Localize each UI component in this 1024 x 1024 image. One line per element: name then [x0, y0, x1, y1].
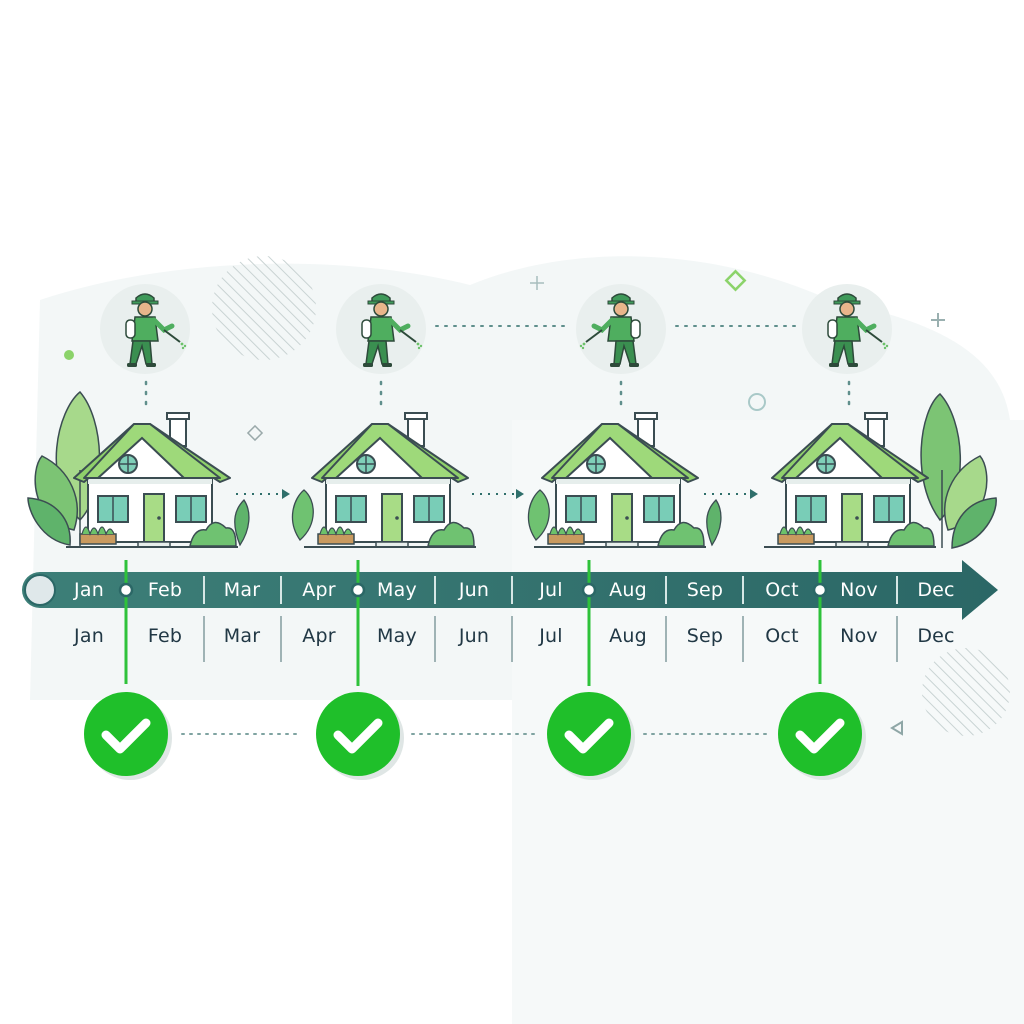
month-label: May: [377, 625, 417, 647]
arrow-month-label: Nov: [840, 579, 878, 601]
technician-spraying-icon: [336, 284, 426, 374]
decor-ring: [748, 393, 766, 411]
arrow-month-label: Jan: [74, 579, 104, 601]
arrow-month-label: Feb: [147, 579, 183, 601]
arrow-month-label: May: [377, 579, 417, 601]
month-label: Jul: [539, 625, 563, 647]
shrub: [234, 489, 722, 547]
arrow-month-label: Jul: [539, 579, 563, 601]
month-label: Nov: [840, 625, 878, 647]
technician-spraying-icon: [802, 284, 892, 374]
month-label: Jun: [458, 625, 490, 647]
technician-spraying-icon: [576, 284, 666, 374]
decor-hatch-circle: [922, 648, 1010, 736]
decor-triangle: [890, 720, 903, 736]
decor-plus: [931, 313, 945, 327]
house-connector-arrows: [236, 489, 758, 499]
month-row-dividers: [203, 616, 898, 662]
decor-diamond: [724, 269, 747, 292]
arrow-month-label: Oct: [765, 579, 799, 601]
arrow-month-label: Aug: [609, 579, 647, 601]
checkmark-circle-icon: [84, 692, 172, 780]
arrow-month-label: Sep: [686, 579, 724, 601]
foliage-right: [920, 392, 997, 549]
service-drop-lines: [124, 560, 822, 686]
service-markers: [118, 582, 828, 598]
month-label: Feb: [147, 625, 183, 647]
month-label: Dec: [917, 625, 955, 647]
timeline-arrow: [22, 560, 998, 620]
month-label: Apr: [302, 625, 336, 647]
decor-dot: [64, 350, 74, 360]
arrow-month-label: Mar: [223, 579, 261, 601]
arrow-month-label: Dec: [917, 579, 955, 601]
decor-diamond: [246, 424, 264, 442]
month-label: Mar: [223, 625, 261, 647]
checkmark-circle-icon: [316, 692, 404, 780]
month-label: Aug: [609, 625, 647, 647]
decor-plus: [530, 276, 544, 290]
technician-spraying-icon: [100, 284, 190, 374]
month-label: Sep: [686, 625, 724, 647]
timeline-arrow-dividers: [203, 576, 898, 604]
decor-hatch-circle: [212, 256, 316, 360]
arrow-month-label: Jun: [458, 579, 490, 601]
month-label: Oct: [765, 625, 799, 647]
arrow-month-label: Apr: [302, 579, 336, 601]
month-label: Jan: [74, 625, 104, 647]
